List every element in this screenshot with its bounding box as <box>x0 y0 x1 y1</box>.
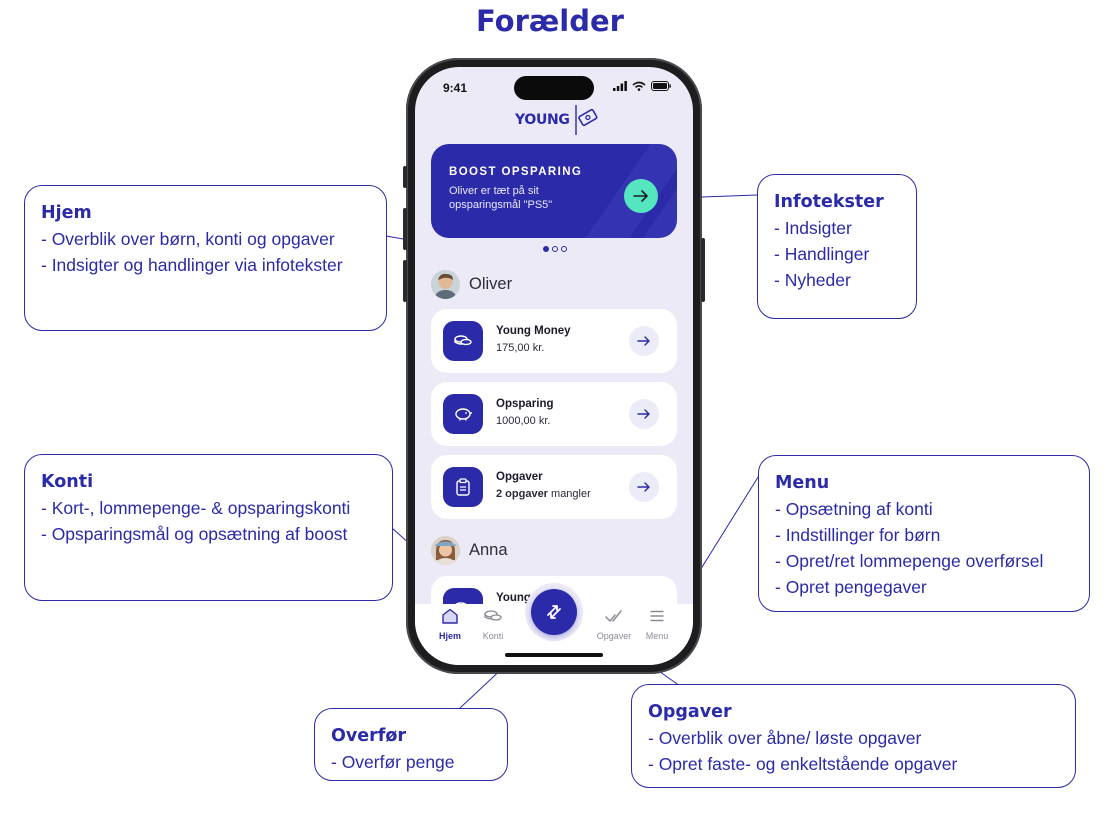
carousel-dot[interactable] <box>543 246 549 252</box>
tab-hjem[interactable]: Hjem <box>430 608 470 641</box>
mute-switch <box>403 166 407 188</box>
tasks-suffix: mangler <box>547 488 591 500</box>
coins-icon <box>484 610 502 621</box>
card-balance: 1000,00 kr. <box>496 415 551 427</box>
card-tasks-status: 2 opgaver mangler <box>496 488 591 500</box>
arrow-right-icon <box>633 190 648 202</box>
callout-opgaver: Opgaver - Overblik over åbne/ løste opga… <box>631 684 1076 788</box>
callout-line: - Indsigter og handlinger via infotekste… <box>41 255 343 275</box>
volume-up-button <box>403 208 407 250</box>
carousel-dot[interactable] <box>561 246 567 252</box>
callout-konti: Konti - Kort-, lommepenge- & opsparingsk… <box>24 454 393 601</box>
callout-line: - Overfør penge <box>331 752 455 772</box>
callout-line: - Opsparingsmål og opsætning af boost <box>41 524 348 544</box>
child-name: Oliver <box>469 275 513 293</box>
callout-hjem: Hjem - Overblik over børn, konti og opga… <box>24 185 387 331</box>
hamburger-icon <box>650 610 664 622</box>
callout-line: - Overblik over børn, konti og opgaver <box>41 229 335 249</box>
callout-line: - Opret pengegaver <box>775 577 927 597</box>
callout-line: - Handlinger <box>774 244 870 264</box>
callout-title: Hjem <box>41 203 92 223</box>
tab-opgaver[interactable]: Opgaver <box>594 608 634 641</box>
page-title: Forælder <box>476 4 624 38</box>
arrow-right-icon <box>637 336 650 346</box>
callout-line: - Opsætning af konti <box>775 499 933 519</box>
callout-line: - Indstillinger for børn <box>775 525 941 545</box>
phone-frame: 9:41 YOUNG BOOST OPSPARING Oliver er tæt… <box>403 58 705 674</box>
card-arrow-button[interactable] <box>629 399 659 429</box>
account-card-opgaver[interactable]: Opgaver 2 opgaver mangler <box>431 455 677 519</box>
card-title: Young Money <box>496 325 571 337</box>
avatar <box>431 536 460 565</box>
card-arrow-button[interactable] <box>629 326 659 356</box>
banner-arrow-button[interactable] <box>624 179 658 213</box>
arrow-right-icon <box>637 409 650 419</box>
callout-title: Overfør <box>331 726 407 746</box>
banner-text: Oliver er tæt på sit opsparingsmål "PS5" <box>449 185 553 211</box>
logo-text: YOUNG <box>515 112 570 128</box>
dynamic-island <box>514 76 594 100</box>
app-logo: YOUNG <box>515 105 598 135</box>
carousel-dot[interactable] <box>552 246 558 252</box>
checkmark-icon <box>605 610 622 622</box>
status-icons <box>613 81 671 91</box>
tab-label: Opgaver <box>596 631 632 641</box>
callout-title: Menu <box>775 473 830 493</box>
tab-konti[interactable]: Konti <box>473 608 513 641</box>
callout-title: Opgaver <box>648 702 732 722</box>
battery-icon <box>651 81 671 91</box>
avatar-oliver-image <box>431 270 460 299</box>
tab-label: Konti <box>482 631 504 641</box>
card-balance: 175,00 kr. <box>496 342 545 354</box>
avatar <box>431 270 460 299</box>
tab-menu[interactable]: Menu <box>637 608 677 641</box>
card-title: Opgaver <box>496 471 543 483</box>
logo-mark-icon <box>574 105 598 135</box>
app-screen: 9:41 YOUNG BOOST OPSPARING Oliver er tæt… <box>415 67 693 665</box>
callout-menu: Menu - Opsætning af konti - Indstillinge… <box>758 455 1090 612</box>
banner-title: BOOST OPSPARING <box>449 166 583 178</box>
clipboard-icon <box>443 467 483 507</box>
callout-overfor: Overfør - Overfør penge <box>314 708 508 781</box>
wifi-icon <box>632 81 646 91</box>
child-header-anna: Anna <box>431 536 508 565</box>
boost-banner[interactable]: BOOST OPSPARING Oliver er tæt på sit ops… <box>431 144 677 238</box>
signal-icon <box>613 81 627 91</box>
home-icon <box>442 608 458 624</box>
callout-line: - Indsigter <box>774 218 852 238</box>
account-card-young-money[interactable]: Young Money 175,00 kr. <box>431 309 677 373</box>
callout-title: Infotekster <box>774 192 884 212</box>
volume-down-button <box>403 260 407 302</box>
tab-label: Menu <box>645 631 669 641</box>
tasks-count: 2 opgaver <box>496 488 548 500</box>
arrow-right-icon <box>637 482 650 492</box>
callout-line: - Kort-, lommepenge- & opsparingskonti <box>41 498 351 518</box>
tab-label: Hjem <box>438 631 461 641</box>
card-title: Opsparing <box>496 398 554 410</box>
callout-line: - Overblik over åbne/ løste opgaver <box>648 728 922 748</box>
power-button <box>701 238 705 302</box>
avatar-anna-image <box>431 536 460 565</box>
transfer-icon <box>547 605 561 619</box>
transfer-button[interactable] <box>531 589 577 635</box>
piggy-bank-icon <box>443 394 483 434</box>
child-header-oliver: Oliver <box>431 270 512 299</box>
callout-title: Konti <box>41 472 94 492</box>
callout-line: - Opret faste- og enkeltstående opgaver <box>648 754 958 774</box>
callout-infotekster: Infotekster - Indsigter - Handlinger - N… <box>757 174 917 319</box>
card-arrow-button[interactable] <box>629 472 659 502</box>
child-name: Anna <box>469 541 508 559</box>
status-time: 9:41 <box>443 81 468 95</box>
callout-line: - Nyheder <box>774 270 851 290</box>
callout-line: - Opret/ret lommepenge overførsel <box>775 551 1044 571</box>
coins-icon <box>443 321 483 361</box>
account-card-opsparing[interactable]: Opsparing 1000,00 kr. <box>431 382 677 446</box>
home-indicator <box>505 653 603 657</box>
carousel-dots <box>543 246 567 252</box>
